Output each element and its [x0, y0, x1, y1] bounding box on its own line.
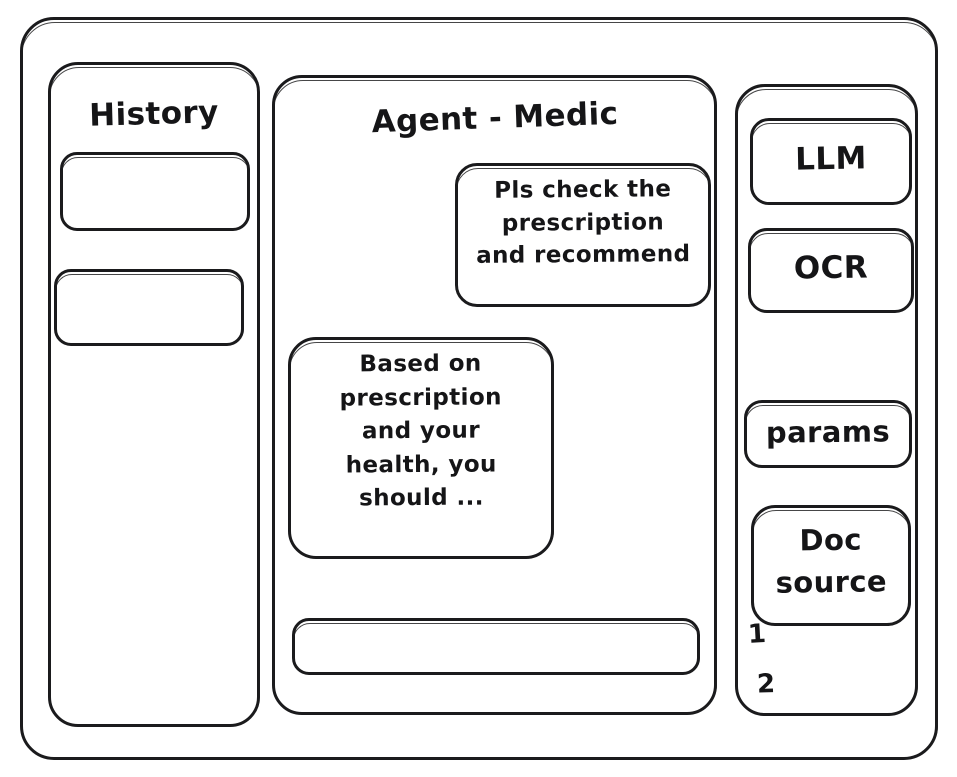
user-message-text: Pls check the prescription and recommend: [476, 176, 691, 270]
history-item[interactable]: [60, 152, 250, 231]
tool-button-doc-source-label: Doc source: [775, 522, 888, 600]
tools-panel: [735, 84, 918, 716]
user-message-bubble[interactable]: [455, 163, 711, 307]
history-panel: [48, 62, 260, 727]
tool-button-doc-source[interactable]: [751, 505, 911, 626]
doc-source-list-item[interactable]: 1: [747, 618, 768, 650]
assistant-message-bubble[interactable]: [288, 337, 554, 559]
history-panel-title: History: [88, 94, 220, 134]
tool-button-ocr[interactable]: [748, 228, 914, 313]
tool-button-params-label: params: [765, 414, 891, 450]
app-window-frame: [20, 17, 938, 760]
tool-button-ocr-label: OCR: [793, 249, 869, 287]
conversation-panel: [272, 75, 717, 715]
tool-button-llm[interactable]: [750, 118, 912, 205]
assistant-message-text: Based on prescription and your health, y…: [339, 350, 502, 512]
history-item[interactable]: [54, 269, 244, 346]
doc-source-list-item[interactable]: 2: [756, 668, 777, 700]
tool-button-llm-label: LLM: [794, 140, 868, 178]
tool-button-params[interactable]: [744, 400, 912, 468]
message-input[interactable]: [292, 618, 700, 675]
